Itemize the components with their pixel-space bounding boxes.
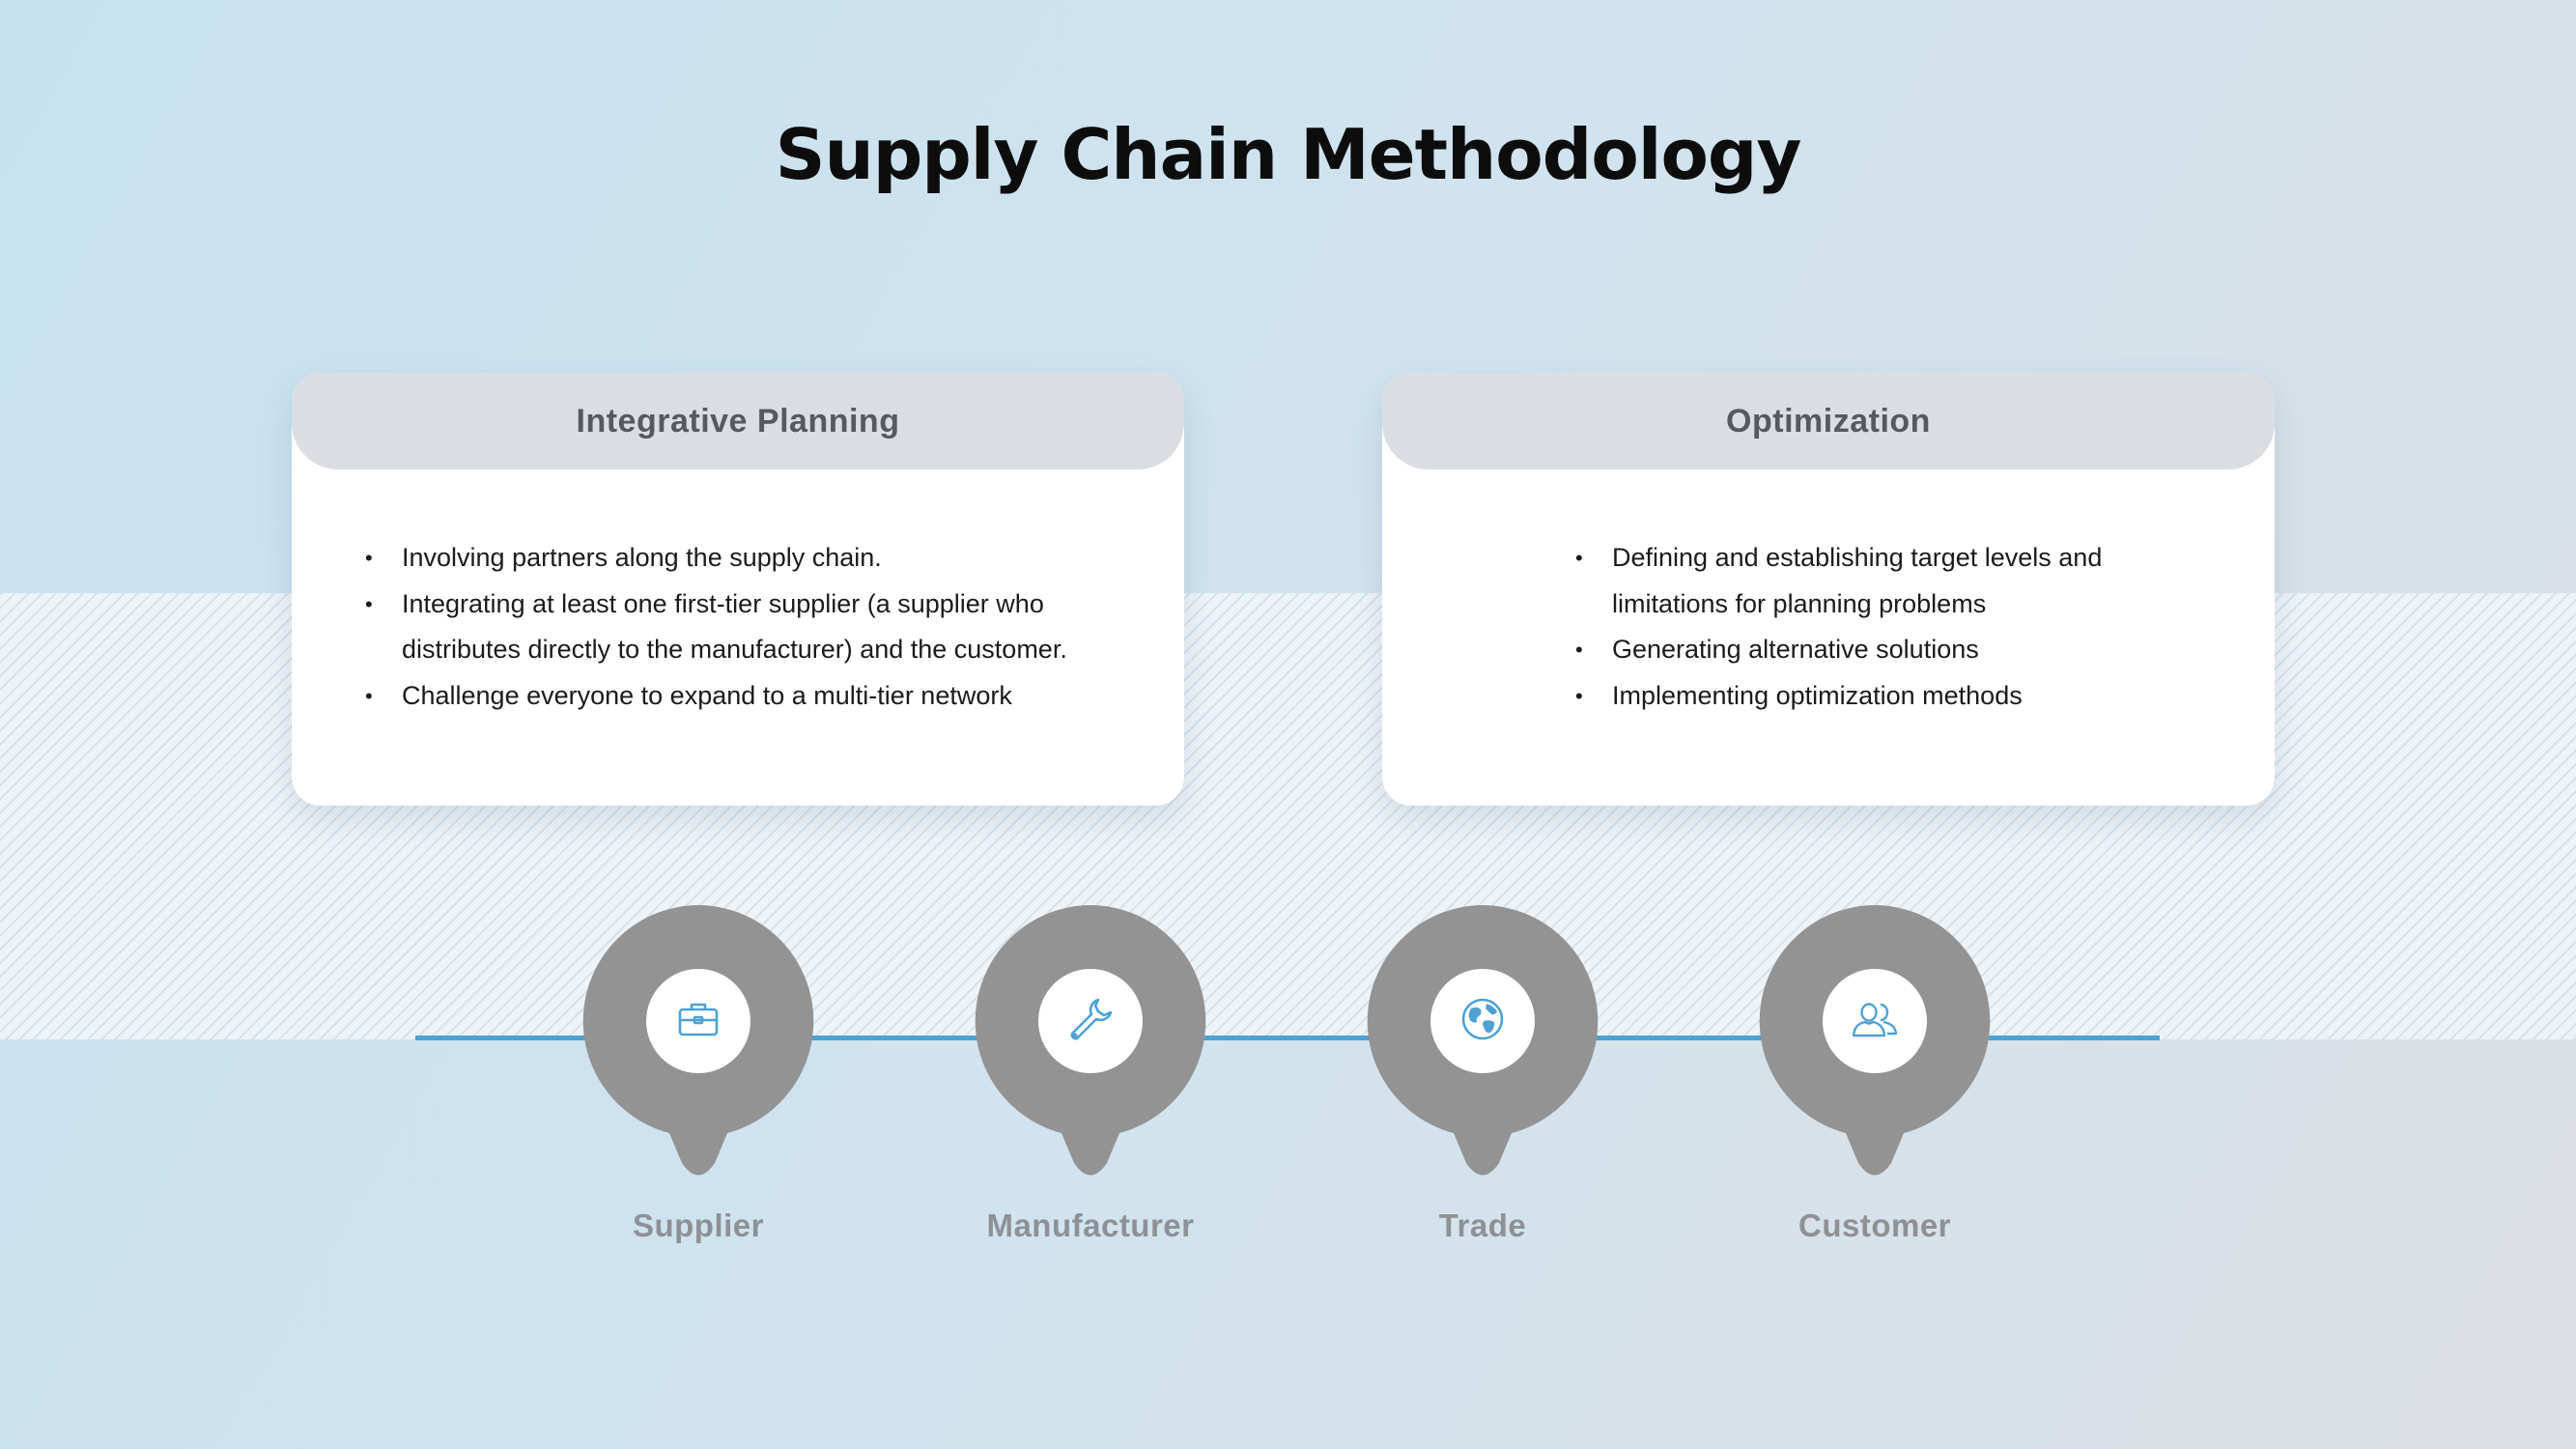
icon-badge (1823, 969, 1927, 1073)
bullet-list: Defining and establishing target levels … (1575, 535, 2116, 719)
bullet-item: Involving partners along the supply chai… (365, 535, 1157, 582)
card-integrative-planning: Integrative Planning Involving partners … (292, 373, 1184, 806)
card-heading: Optimization (1382, 373, 2275, 469)
stage-label: Trade (1438, 1208, 1527, 1243)
briefcase-icon (675, 996, 722, 1047)
page-title: Supply Chain Methodology (775, 114, 1802, 195)
stage-label: Supplier (632, 1208, 765, 1243)
icon-badge (646, 969, 750, 1073)
globe-icon (1458, 995, 1507, 1048)
bullet-list: Involving partners along the supply chai… (365, 535, 1157, 719)
bullet-item: Integrating at least one first-tier supp… (365, 582, 1157, 673)
timeline-line (415, 1036, 2160, 1040)
card-heading: Integrative Planning (292, 373, 1184, 469)
wrench-icon (1065, 994, 1116, 1049)
bullet-item: Generating alternative solutions (1575, 627, 2116, 673)
icon-badge (1430, 969, 1535, 1073)
bullet-item: Implementing optimization methods (1575, 673, 2116, 720)
users-icon (1849, 993, 1901, 1050)
bullet-item: Defining and establishing target levels … (1575, 535, 2116, 627)
stage-supplier (582, 905, 814, 1176)
stage-label: Manufacturer (986, 1208, 1195, 1243)
stage-manufacturer (975, 905, 1206, 1176)
icon-badge (1038, 969, 1143, 1073)
bullet-item: Challenge everyone to expand to a multi-… (365, 673, 1157, 720)
stage-customer (1759, 905, 1991, 1176)
card-optimization: Optimization Defining and establishing t… (1382, 373, 2275, 806)
stage-label: Customer (1798, 1208, 1952, 1243)
stage-trade (1367, 905, 1599, 1176)
